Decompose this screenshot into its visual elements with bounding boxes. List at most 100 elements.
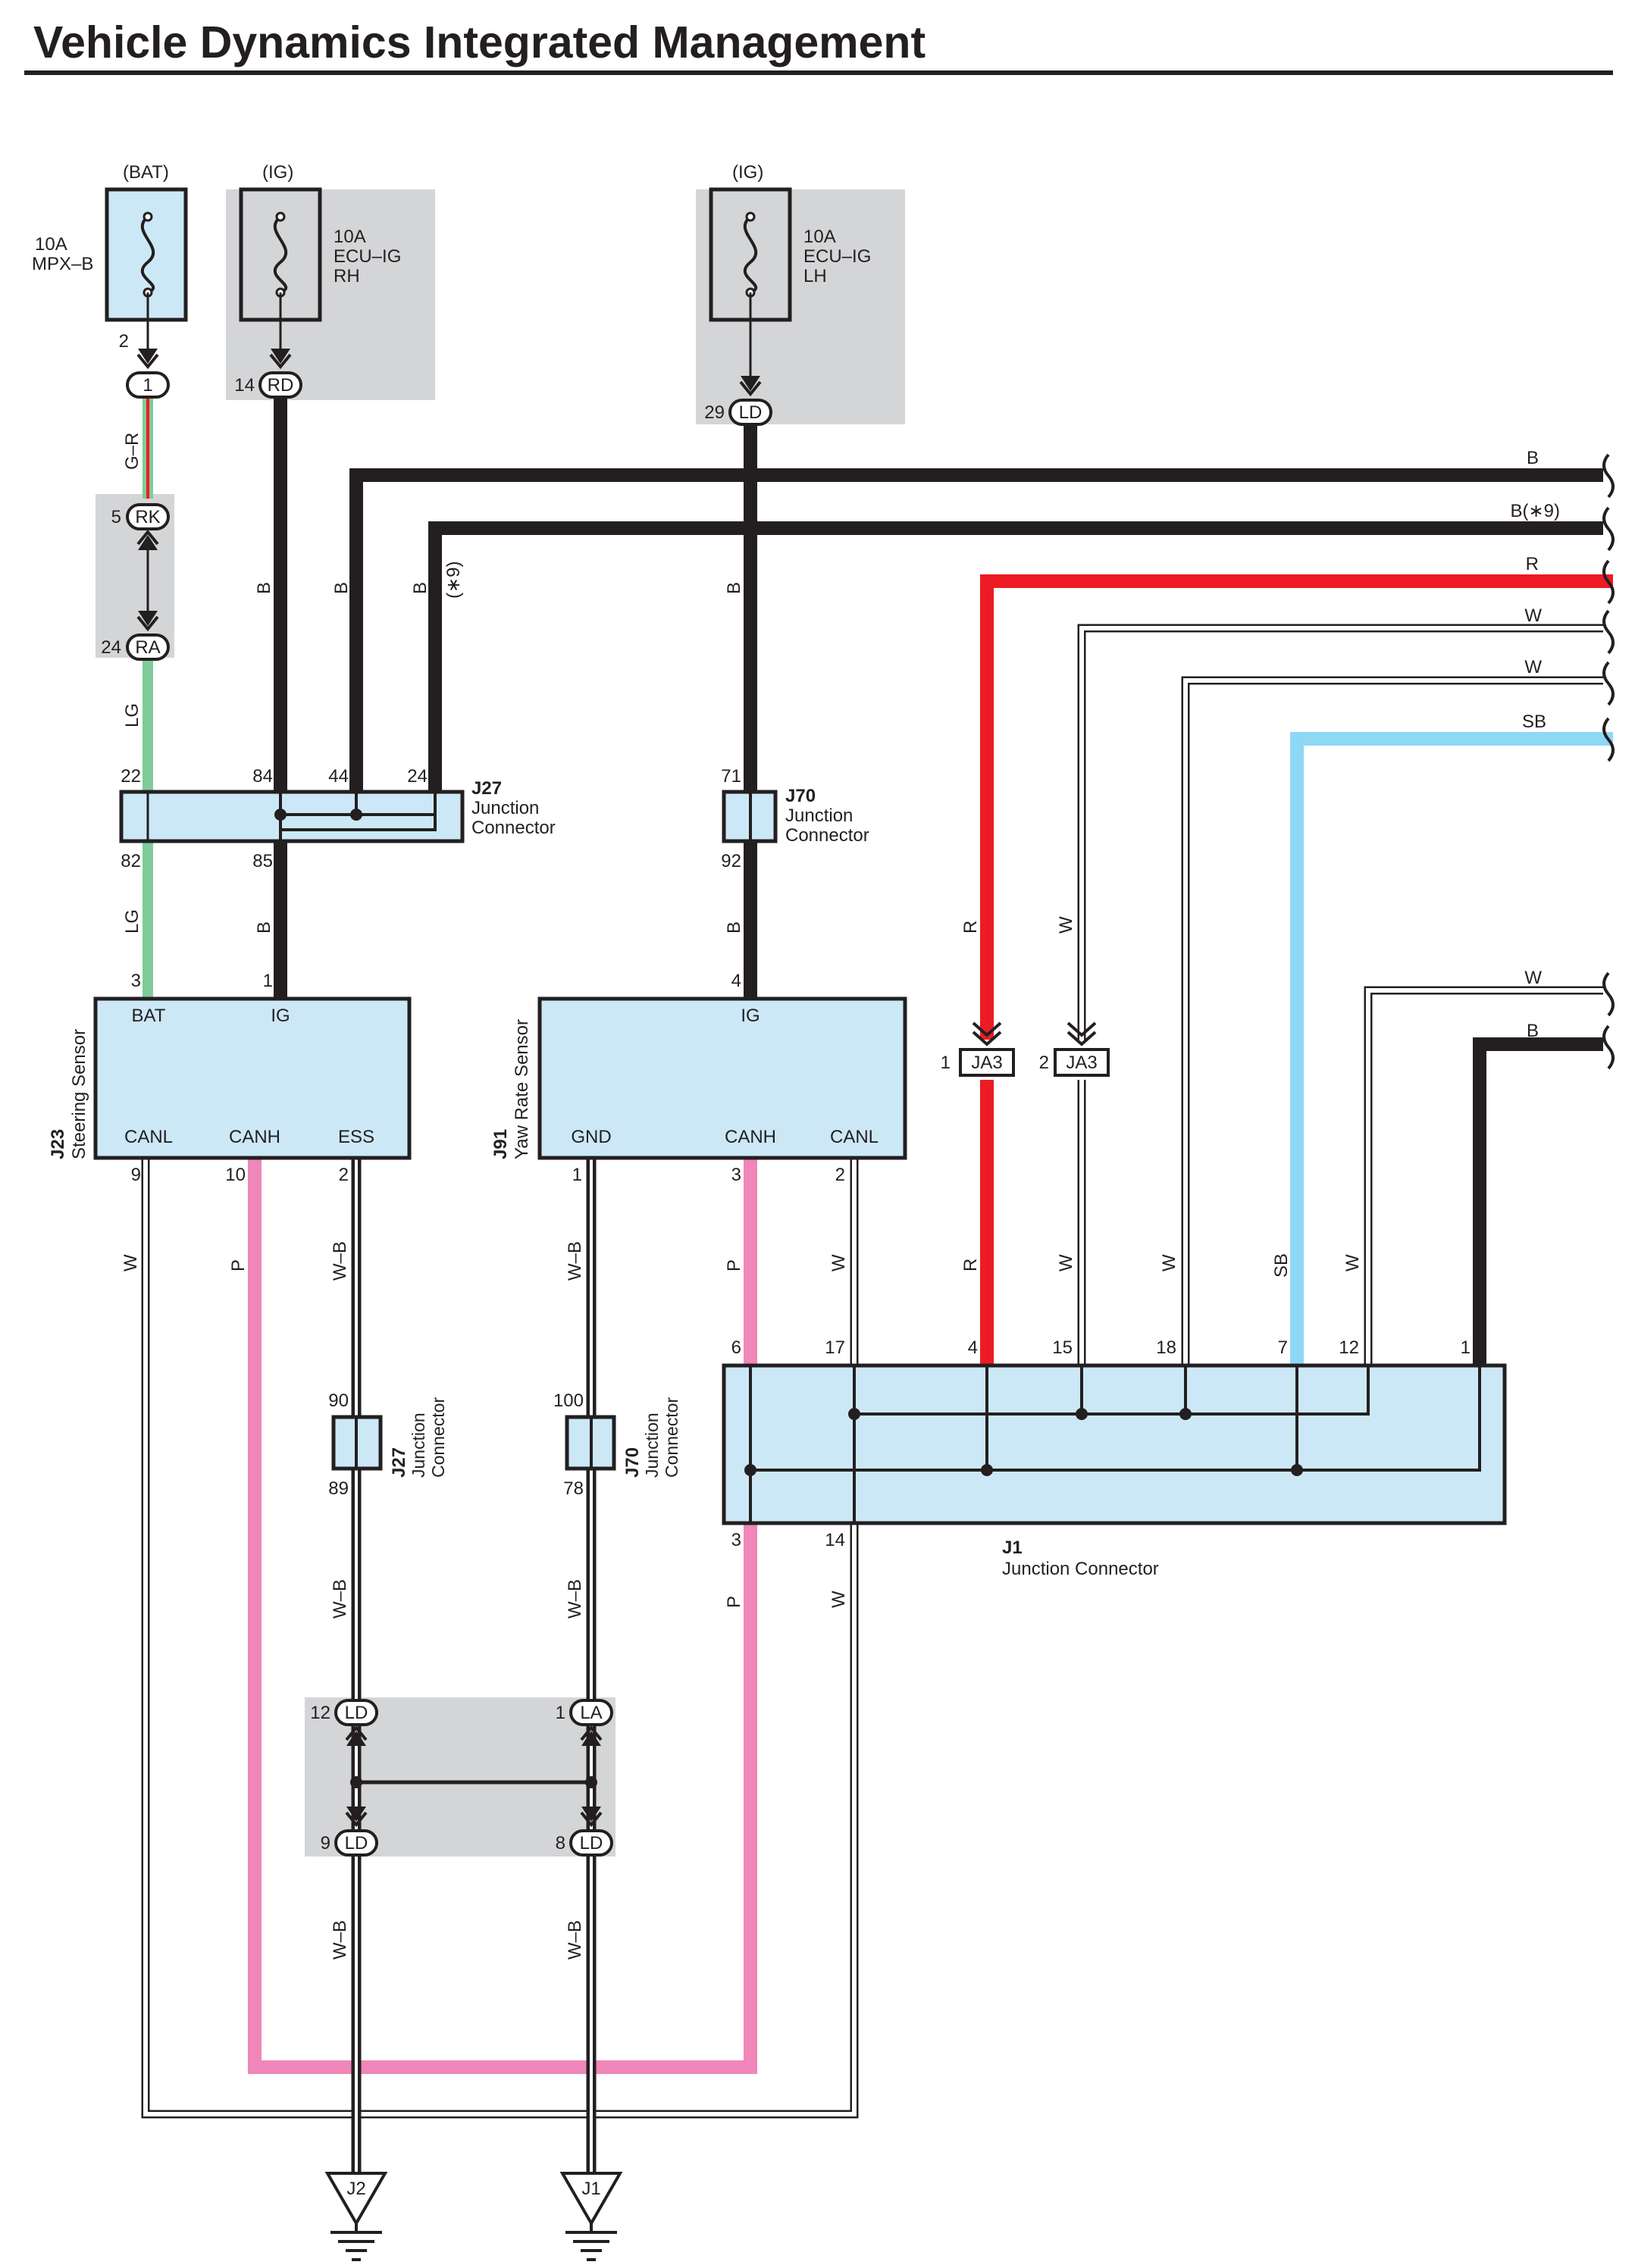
svg-text:3: 3 bbox=[131, 971, 141, 991]
svg-text:P: P bbox=[724, 1596, 744, 1608]
svg-text:R: R bbox=[960, 921, 981, 934]
svg-text:CANH: CANH bbox=[229, 1127, 280, 1147]
svg-text:W: W bbox=[1159, 1254, 1179, 1272]
svg-text:82: 82 bbox=[121, 851, 141, 871]
svg-text:W–B: W–B bbox=[565, 1579, 585, 1619]
svg-text:LD: LD bbox=[739, 402, 763, 423]
svg-text:B(∗9): B(∗9) bbox=[1511, 501, 1560, 521]
svg-text:Connector: Connector bbox=[662, 1397, 681, 1478]
svg-text:4: 4 bbox=[731, 971, 741, 991]
svg-text:G–R: G–R bbox=[122, 433, 143, 470]
svg-text:1: 1 bbox=[263, 971, 273, 991]
svg-text:Junction: Junction bbox=[471, 798, 539, 818]
svg-text:6: 6 bbox=[731, 1337, 741, 1358]
svg-text:8: 8 bbox=[556, 1833, 565, 1854]
svg-text:Junction: Junction bbox=[409, 1412, 428, 1478]
svg-text:B: B bbox=[254, 921, 274, 934]
svg-text:CANL: CANL bbox=[830, 1127, 879, 1147]
junction-dots-ld-la bbox=[350, 1776, 597, 1788]
svg-text:JA3: JA3 bbox=[1066, 1053, 1097, 1073]
fuse-ecuig-rh-side: RH bbox=[334, 266, 360, 286]
svg-text:9: 9 bbox=[131, 1165, 141, 1185]
svg-text:RA: RA bbox=[135, 637, 160, 658]
svg-text:W: W bbox=[1524, 968, 1542, 988]
fuse-ecuig-lh-rating: 10A bbox=[803, 227, 836, 247]
svg-text:2: 2 bbox=[1039, 1053, 1049, 1073]
svg-text:Connector: Connector bbox=[471, 818, 556, 838]
svg-text:CANH: CANH bbox=[725, 1127, 776, 1147]
svg-text:Junction: Junction bbox=[785, 806, 853, 826]
svg-text:10: 10 bbox=[225, 1165, 246, 1185]
svg-text:J27: J27 bbox=[389, 1447, 409, 1478]
svg-text:W: W bbox=[1524, 605, 1542, 626]
svg-text:LG: LG bbox=[122, 909, 143, 934]
svg-text:B: B bbox=[1527, 1021, 1539, 1041]
svg-text:GND: GND bbox=[571, 1127, 611, 1147]
svg-text:7: 7 bbox=[1278, 1337, 1288, 1358]
svg-text:22: 22 bbox=[121, 766, 141, 787]
fuse-ecuig-rh-rating: 10A bbox=[334, 227, 366, 247]
svg-text:LG: LG bbox=[122, 703, 143, 727]
svg-text:78: 78 bbox=[563, 1478, 584, 1499]
j70-upper-connector: 71 92 J70 Junction Connector bbox=[721, 766, 869, 871]
svg-text:W: W bbox=[828, 1254, 849, 1272]
svg-text:B: B bbox=[724, 582, 744, 594]
svg-text:71: 71 bbox=[721, 766, 741, 787]
connector-ld-9: LD 9 bbox=[321, 1807, 378, 1857]
fuse-icon bbox=[743, 215, 758, 294]
svg-text:5: 5 bbox=[111, 507, 121, 527]
svg-text:Junction Connector: Junction Connector bbox=[1002, 1559, 1159, 1579]
svg-text:JA3: JA3 bbox=[971, 1053, 1002, 1073]
svg-text:SB: SB bbox=[1522, 712, 1546, 732]
right-edge-labels: B B(∗9) R W W SB W B bbox=[1511, 448, 1560, 1041]
svg-text:J70: J70 bbox=[622, 1447, 643, 1478]
svg-text:2: 2 bbox=[119, 331, 129, 352]
svg-text:Connector: Connector bbox=[785, 825, 869, 846]
fuse-icon bbox=[273, 215, 288, 294]
fuse-ecuig-lh: (IG) 10A ECU–IG LH bbox=[709, 162, 871, 322]
fuse-ecuig-lh-supply: (IG) bbox=[732, 162, 763, 183]
svg-text:1: 1 bbox=[1461, 1337, 1471, 1358]
svg-text:Yaw Rate Sensor: Yaw Rate Sensor bbox=[512, 1019, 532, 1159]
svg-text:100: 100 bbox=[553, 1391, 584, 1411]
svg-text:J27: J27 bbox=[471, 778, 502, 799]
j1-junction-connector: 6 17 4 15 18 7 12 1 3 14 J1 Junction Con… bbox=[722, 1337, 1507, 1579]
svg-text:2: 2 bbox=[835, 1165, 845, 1185]
fuse-ecuig-rh: (IG) 10A ECU–IG RH bbox=[239, 162, 401, 322]
connector-ld-top: LD 29 bbox=[704, 376, 772, 426]
svg-text:B: B bbox=[410, 582, 431, 594]
svg-text:Junction: Junction bbox=[642, 1412, 662, 1478]
fuse-ecuig-lh-side: LH bbox=[803, 266, 827, 286]
svg-text:12: 12 bbox=[310, 1703, 330, 1723]
svg-text:15: 15 bbox=[1052, 1337, 1073, 1358]
svg-text:W–B: W–B bbox=[565, 1920, 585, 1960]
svg-text:1: 1 bbox=[556, 1703, 565, 1723]
svg-text:W: W bbox=[828, 1591, 849, 1608]
svg-text:ESS: ESS bbox=[338, 1127, 374, 1147]
svg-text:14: 14 bbox=[234, 375, 255, 396]
fuse-mpxb-supply: (BAT) bbox=[123, 162, 169, 183]
connector-la-1: LA 1 bbox=[556, 1699, 613, 1746]
svg-text:RD: RD bbox=[268, 375, 294, 396]
svg-text:J91: J91 bbox=[490, 1129, 511, 1159]
svg-text:IG: IG bbox=[741, 1006, 760, 1026]
svg-text:1: 1 bbox=[941, 1053, 951, 1073]
svg-text:(∗9): (∗9) bbox=[443, 562, 464, 599]
j27-lower-connector: 90 89 J27 Junction Connector bbox=[328, 1391, 448, 1499]
svg-text:LD: LD bbox=[580, 1833, 603, 1854]
connector-ja3-2: JA3 2 bbox=[1039, 1021, 1110, 1077]
svg-text:LA: LA bbox=[580, 1703, 602, 1723]
svg-text:J70: J70 bbox=[785, 786, 816, 806]
svg-text:J2: J2 bbox=[346, 2179, 365, 2199]
svg-text:W–B: W–B bbox=[330, 1920, 350, 1960]
svg-text:84: 84 bbox=[252, 766, 273, 787]
connector-rk: RK 5 bbox=[111, 503, 170, 550]
svg-text:W–B: W–B bbox=[330, 1579, 350, 1619]
svg-text:LD: LD bbox=[345, 1833, 368, 1854]
svg-text:RK: RK bbox=[135, 507, 160, 527]
svg-text:B: B bbox=[1527, 448, 1539, 468]
wires bbox=[141, 292, 1613, 2185]
svg-text:R: R bbox=[960, 1259, 981, 1272]
ground-j1-icon: J1 bbox=[559, 2172, 623, 2261]
svg-text:3: 3 bbox=[731, 1530, 741, 1550]
